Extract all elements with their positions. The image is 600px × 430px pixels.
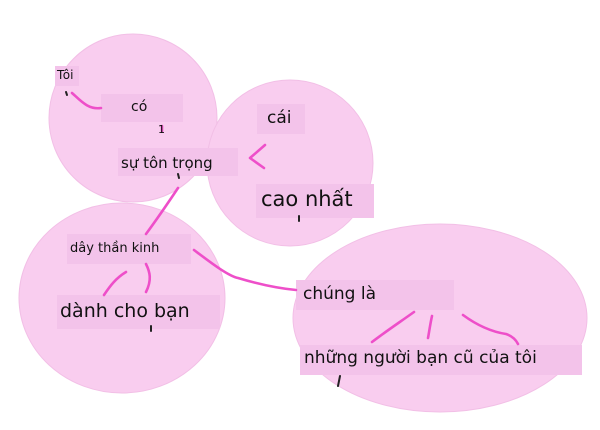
label-boxes <box>55 66 582 375</box>
connector-chung-la-nhung-nguoi-ban-2 <box>426 314 434 340</box>
label-box-co <box>101 94 183 122</box>
label-box-toi <box>55 66 79 86</box>
connector-chung-la-nhung-nguoi-ban-1 <box>370 310 416 344</box>
label-box-cai <box>257 104 305 134</box>
label-box-nhung-nguoi-ban <box>300 345 582 375</box>
label-box-danh-cho-ban <box>57 295 220 329</box>
node-day-than-kinh: dây thần kinh <box>70 241 160 256</box>
connector-day-than-kinh-danh-cho-ban-2 <box>102 270 128 297</box>
label-box-cao-nhat <box>256 184 374 218</box>
node-toi: Tôi <box>57 68 74 82</box>
tick-su-ton-trong <box>177 173 180 179</box>
connector-day-than-kinh-danh-cho-ban <box>144 262 152 294</box>
tick-nhung-nguoi-ban <box>337 375 341 387</box>
connector-toi-co <box>70 91 103 110</box>
node-su-ton-trong: sự tôn trọng <box>121 154 213 172</box>
node-danh-cho-ban: dành cho bạn <box>60 300 190 322</box>
connector-su-ton-trong-cai <box>248 143 267 170</box>
label-box-day-than-kinh <box>67 234 191 264</box>
node-co: có <box>131 99 148 115</box>
node-chung-la: chúng là <box>303 284 377 304</box>
connector-su-ton-trong-day-than-kinh <box>144 186 180 236</box>
node-cao-nhat: cao nhất <box>261 187 353 211</box>
label-box-su-ton-trong <box>118 148 238 176</box>
tick-marks <box>65 91 341 387</box>
label-box-chung-la <box>296 280 454 310</box>
node-nhung-nguoi-ban: những người bạn cũ của tôi <box>304 348 537 368</box>
node-mot: 1 <box>158 123 165 136</box>
node-cai: cái <box>267 108 292 128</box>
connector-day-than-kinh-chung-la <box>192 248 298 292</box>
connector-chung-la-nhung-nguoi-ban-3 <box>461 313 520 346</box>
bubble-chung-la <box>292 223 588 413</box>
connectors <box>70 91 520 346</box>
tick-toi <box>65 91 68 96</box>
